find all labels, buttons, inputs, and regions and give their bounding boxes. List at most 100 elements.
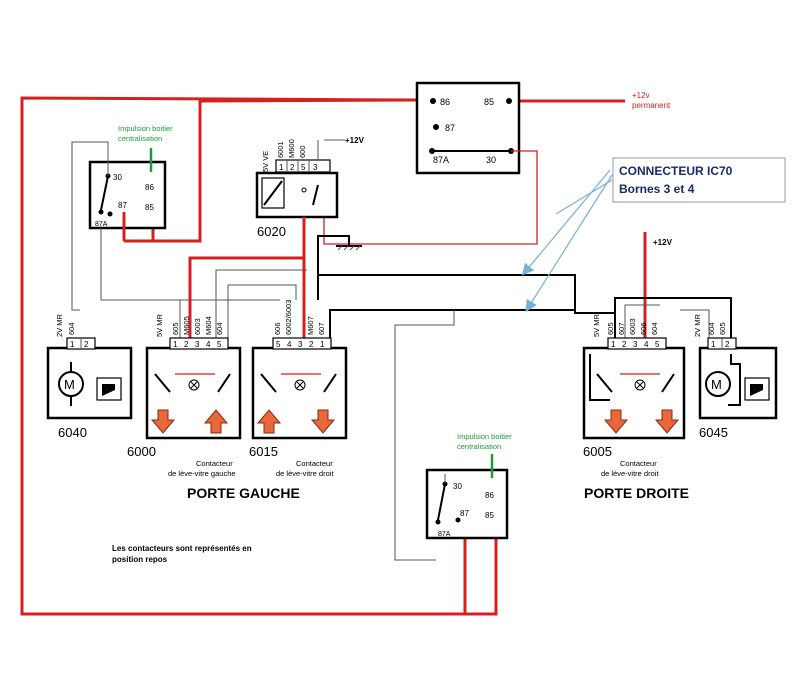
bottom-relay-pin87a: 87A: [438, 531, 451, 538]
bottom-relay: 30 86 87 85 87A: [425, 454, 509, 540]
c6005-pin1: 1: [611, 340, 616, 349]
connector-6015: 5 4 3 2 1 606 6002/6003 M607 607 6015: [249, 300, 348, 459]
c6000-wire-m605: M605: [182, 316, 191, 335]
c6015-wire-6002: 6002/6003: [284, 300, 293, 335]
c6040-id: 6040: [58, 425, 87, 440]
c6005-wire-605: 605: [606, 322, 615, 335]
c6015-wire-607: 607: [317, 322, 326, 335]
left-impulse-label-1: Impulsion boitier: [118, 124, 173, 133]
label-contacteur-left-2: de lève-vitre gauche: [168, 469, 236, 478]
c6015-wire-m607: M607: [306, 316, 315, 335]
c6020-pin3: 3: [313, 163, 318, 172]
label-porte-gauche: PORTE GAUCHE: [187, 485, 300, 501]
connector-6005: 1 2 3 4 5 5V MR 605 607 6003 606 604 600…: [582, 313, 686, 459]
supply-label-2: permanent: [632, 101, 671, 110]
c6000-wire-604: 604: [215, 322, 224, 335]
c6000-wire-605: 605: [171, 322, 180, 335]
c6005-pin5: 5: [655, 340, 660, 349]
callout-line2: Bornes 3 et 4: [619, 182, 695, 196]
left-relay-pin87: 87: [118, 201, 127, 210]
c6000-pin4: 4: [206, 340, 211, 349]
c6015-pin3: 3: [298, 340, 303, 349]
main-relay-pin30: 30: [486, 155, 496, 165]
left-impulse-label-2: centralisation: [118, 134, 162, 143]
left-relay-pin86: 86: [145, 183, 154, 192]
left-relay-pin30: 30: [113, 173, 122, 182]
left-relay-pin85: 85: [145, 203, 154, 212]
c6015-pin5: 5: [276, 340, 281, 349]
label-contacteur-right-1: Contacteur: [620, 459, 657, 468]
c6005-wire-604: 604: [650, 322, 659, 335]
c6020-id: 6020: [257, 224, 286, 239]
c6040-pin2: 2: [84, 340, 89, 349]
bottom-relay-pin86: 86: [485, 491, 494, 500]
main-relay-pin87: 87: [445, 123, 455, 133]
c6020-pin1: 1: [279, 163, 284, 172]
main-relay-pin85: 85: [484, 97, 494, 107]
c6000-pin3: 3: [195, 340, 200, 349]
c6045-wire-2vmr: 2V MR: [693, 313, 702, 337]
c6040-pin1: 1: [70, 340, 75, 349]
main-relay-pin87a: 87A: [433, 155, 449, 165]
c6020-wire-5vve: 5V VE: [261, 151, 270, 172]
bottom-relay-pin30: 30: [453, 482, 462, 491]
c6045-pin1: 1: [711, 340, 716, 349]
left-relay-pin87a: 87A: [95, 221, 108, 228]
ground-symbol: [317, 235, 362, 275]
callout-line1: CONNECTEUR IC70: [619, 164, 733, 178]
main-relay: 86 85 87 87A 30: [415, 81, 521, 175]
c6020-wire-6001: 6001: [276, 141, 285, 158]
c6000-id: 6000: [127, 444, 156, 459]
bottom-relay-pin85: 85: [485, 511, 494, 520]
c6005-id: 6005: [583, 444, 612, 459]
c6015-wire-606: 606: [273, 322, 282, 335]
c6000-pin2: 2: [184, 340, 189, 349]
motor-m-left: M: [64, 377, 75, 392]
c6005-pin2: 2: [622, 340, 627, 349]
connector-6020: 1 2 5 3 5V VE 6001 M600 600 +12V 6020: [255, 136, 365, 239]
bottom-impulse-label-2: centralisation: [457, 442, 501, 451]
c6045-id: 6045: [699, 425, 728, 440]
c6040-wire-2vmr: 2V MR: [55, 313, 64, 337]
connector-6040: 1 2 M 2V MR 604 6040: [46, 313, 133, 440]
c6020-wire-600: 600: [298, 145, 307, 158]
c6005-wire-607: 607: [617, 322, 626, 335]
c6045-pin2: 2: [725, 340, 730, 349]
c6045-wire-605: 605: [718, 322, 727, 335]
label-contacteur-mid-2: de lève-vitre droit: [276, 469, 334, 478]
supply-label-1: +12v: [632, 91, 650, 100]
bottom-impulse-label-1: Impulsion boitier: [457, 432, 512, 441]
c6015-id: 6015: [249, 444, 278, 459]
c6000-pin5: 5: [217, 340, 222, 349]
c6000-wire-6003: 6003: [193, 318, 202, 335]
c6015-pin4: 4: [287, 340, 292, 349]
left-relay: 30 86 87 85 87A: [88, 148, 200, 243]
c6000-wire-5vmr: 5V MR: [155, 313, 164, 337]
label-contacteur-left-1: Contacteur: [196, 459, 233, 468]
c6020-pin2: 2: [290, 163, 295, 172]
c6000-wire-m604: M604: [204, 316, 213, 335]
c6040-wire-604: 604: [67, 322, 76, 335]
label-contacteur-right-2: de lève-vitre droit: [601, 469, 659, 478]
c6005-pin4: 4: [644, 340, 649, 349]
c6020-plus12: +12V: [345, 136, 365, 145]
note-line1: Les contacteurs sont représentés en: [112, 544, 252, 553]
label-porte-droite: PORTE DROITE: [584, 485, 689, 501]
connector-6045: 1 2 M 2V MR 604 605 6045: [693, 313, 778, 440]
c6020-pin5: 5: [301, 163, 306, 172]
c6015-pin2: 2: [309, 340, 314, 349]
c6005-pin3: 3: [633, 340, 638, 349]
bottom-relay-pin87: 87: [460, 509, 469, 518]
c6000-pin1: 1: [173, 340, 178, 349]
c6015-pin1: 1: [320, 340, 325, 349]
motor-m-right: M: [711, 377, 722, 392]
c6045-wire-604: 604: [707, 322, 716, 335]
c6020-wire-m600: M600: [287, 139, 296, 158]
callout-ic70: CONNECTEUR IC70 Bornes 3 et 4: [521, 157, 786, 313]
connector-6000: 1 2 3 4 5 5V MR 605 M605 6003 M604 604 6…: [127, 313, 242, 459]
label-contacteur-mid-1: Contacteur: [296, 459, 333, 468]
c6005-wire-6003: 6003: [628, 318, 637, 335]
main-relay-pin86: 86: [440, 97, 450, 107]
note-line2: position repos: [112, 555, 168, 564]
